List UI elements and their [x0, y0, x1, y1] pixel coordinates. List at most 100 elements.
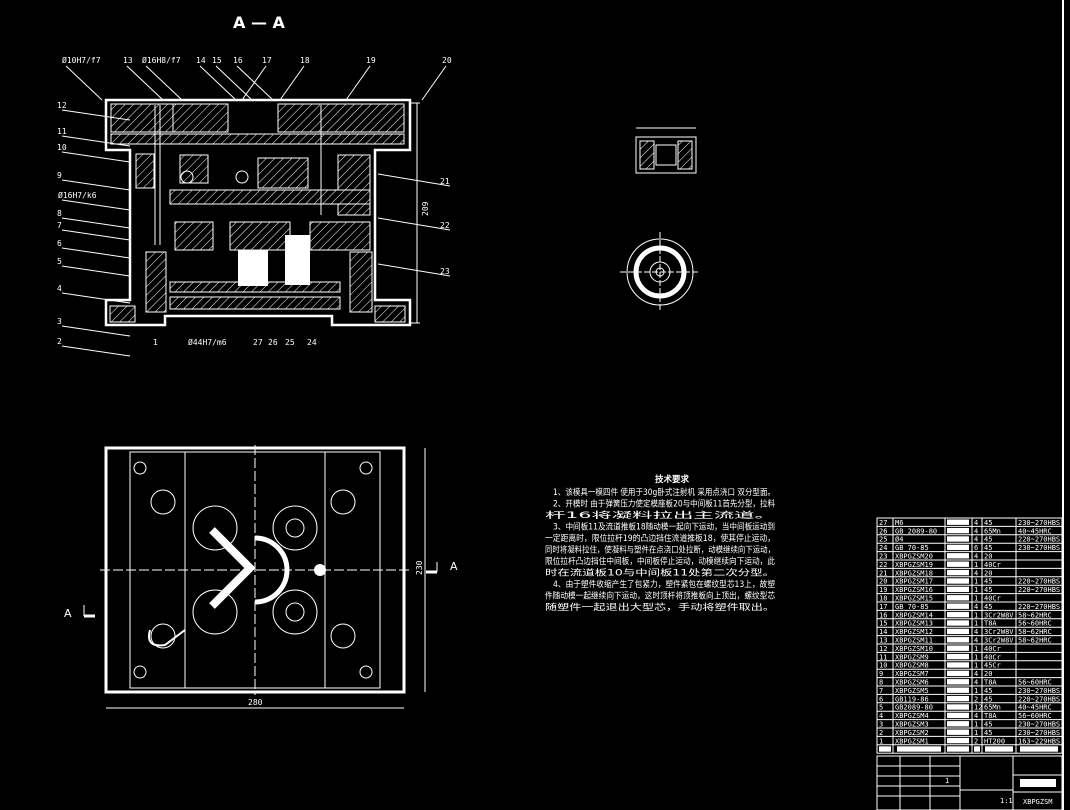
bom-cell: XBPGZSM2	[895, 729, 929, 737]
bom-cell: GB 2089-80	[895, 527, 937, 535]
bom-cell: 12	[974, 704, 982, 712]
bom-cell: 40~45HRC	[1018, 527, 1052, 535]
bom-cell: 4	[974, 712, 978, 720]
bom-cell: 56~60HRC	[1018, 620, 1052, 628]
part-label: 1	[153, 338, 158, 347]
bom-cell: 230~270HBS	[1018, 519, 1060, 527]
part-label: 2	[57, 337, 62, 346]
leader-line	[61, 217, 131, 229]
leader-line	[236, 65, 274, 101]
leader-line	[241, 65, 267, 101]
tech-title: 技术要求	[655, 474, 690, 485]
bom-cell: XBPGZSM15	[895, 595, 933, 603]
bom-cell: 56~60HRC	[1018, 679, 1052, 687]
part-label: 4	[57, 284, 62, 293]
bom-cell: GB119-86	[895, 695, 929, 703]
bom-cell: 6	[879, 695, 883, 703]
bom-name-cell	[947, 544, 969, 551]
plan-height-dimension: 230	[415, 560, 424, 575]
section-view: A — A 209	[104, 13, 430, 327]
bom-cell: GB2089-80	[895, 704, 933, 712]
leader-line	[61, 292, 131, 304]
bom-cell: T8A	[984, 712, 997, 720]
leader-line	[279, 65, 305, 101]
bom-cell: 45	[984, 544, 992, 552]
bom-cell: XBPGZSM6	[895, 679, 929, 687]
bom-name-cell	[947, 721, 969, 727]
bom-cell: 4	[974, 519, 978, 527]
bom-cell: 15	[879, 620, 887, 628]
leader-line	[61, 345, 131, 357]
bom-cell: XBPGZSM12	[895, 628, 933, 636]
technical-requirements: 技术要求 1、该模具一模四件 使用于30g卧式注射机 采用点浇口 双分型面。2、…	[545, 474, 775, 613]
bom-cell: 1	[974, 611, 978, 619]
bom-cell: 5	[879, 704, 883, 712]
bom-cell: 2	[974, 737, 978, 745]
height-dimension: 209	[421, 201, 430, 216]
bom-name-cell	[947, 670, 969, 677]
part-label: 17	[262, 56, 272, 65]
bom-cell: 22	[879, 561, 887, 569]
bom-cell: XBPGZSM3	[895, 721, 929, 729]
part-label: 8	[57, 209, 62, 218]
bom-cell: 45	[984, 586, 992, 594]
bom-cell: 1	[974, 595, 978, 603]
plan-view: 280 230 A A	[64, 445, 458, 709]
bom-cell: 58~62HRC	[1018, 628, 1052, 636]
leader-line	[421, 65, 447, 101]
part-label: 5	[57, 257, 62, 266]
bom-name-cell	[947, 578, 969, 584]
bom-cell: 220~270HBS	[1018, 586, 1060, 594]
bom-cell: XBPGZSM20	[895, 553, 933, 561]
bom-cell: 4	[974, 569, 978, 577]
tech-line: 1、该模具一模四件 使用于30g卧式注射机 采用点浇口 双分型面。	[553, 487, 775, 498]
bom-cell: 45Cr	[984, 662, 1001, 670]
part-label: 13	[123, 56, 133, 65]
bom-cell: 3	[879, 721, 883, 729]
leader-line	[377, 173, 451, 187]
bom-cell: 1	[974, 729, 978, 737]
bom-name-cell	[947, 519, 969, 525]
scale-label: 1:1	[1000, 797, 1013, 805]
bom-cell: 1	[974, 662, 978, 670]
bom-name-cell	[947, 628, 969, 635]
bom-cell: 4	[974, 553, 978, 561]
tech-line: 2、开模时 由于弹簧压力使定模座板20与中间板11首先分型，拉料	[553, 499, 775, 510]
part-label: 19	[366, 56, 376, 65]
width-dimension: 280	[248, 698, 263, 707]
part-label: Ø16H7/k6	[58, 190, 97, 200]
bom-cell: 163~229HBS	[1018, 737, 1060, 745]
leader-line	[61, 135, 131, 147]
part-label: 6	[57, 239, 62, 248]
bom-cell: 45	[984, 578, 992, 586]
leader-line	[377, 263, 451, 277]
bom-cell: 4	[974, 536, 978, 544]
bom-cell: 1	[974, 620, 978, 628]
bom-cell: 45	[984, 536, 992, 544]
bom-cell: GB 70-85	[895, 544, 929, 552]
leader-line	[61, 325, 131, 337]
bom-cell: 16	[879, 611, 887, 619]
bom-name-cell	[947, 603, 969, 609]
bom-cell: 6	[974, 544, 978, 552]
bom-cell: 1	[974, 645, 978, 653]
bom-cell: Ø4	[895, 536, 903, 544]
bom-cell: XBPGZSM5	[895, 687, 929, 695]
section-title: A — A	[233, 13, 286, 32]
bom-cell: 45	[984, 729, 992, 737]
bom-cell: 45	[984, 687, 992, 695]
section-mark-left: A	[64, 607, 72, 620]
bom-cell: 21	[879, 569, 887, 577]
bom-cell: 4	[974, 637, 978, 645]
bom-cell: 4	[974, 527, 978, 535]
bom-cell: 4	[974, 679, 978, 687]
bom-cell: XBPGZSM4	[895, 712, 929, 720]
bom-cell: 1	[974, 586, 978, 594]
bom-header-cell	[1020, 746, 1058, 752]
bom-cell: XBPGZSM14	[895, 611, 933, 619]
bom-cell: 20	[984, 553, 992, 561]
part-label: 23	[440, 267, 450, 276]
bom-cell: 24	[879, 544, 887, 552]
part-label: 9	[57, 171, 62, 180]
